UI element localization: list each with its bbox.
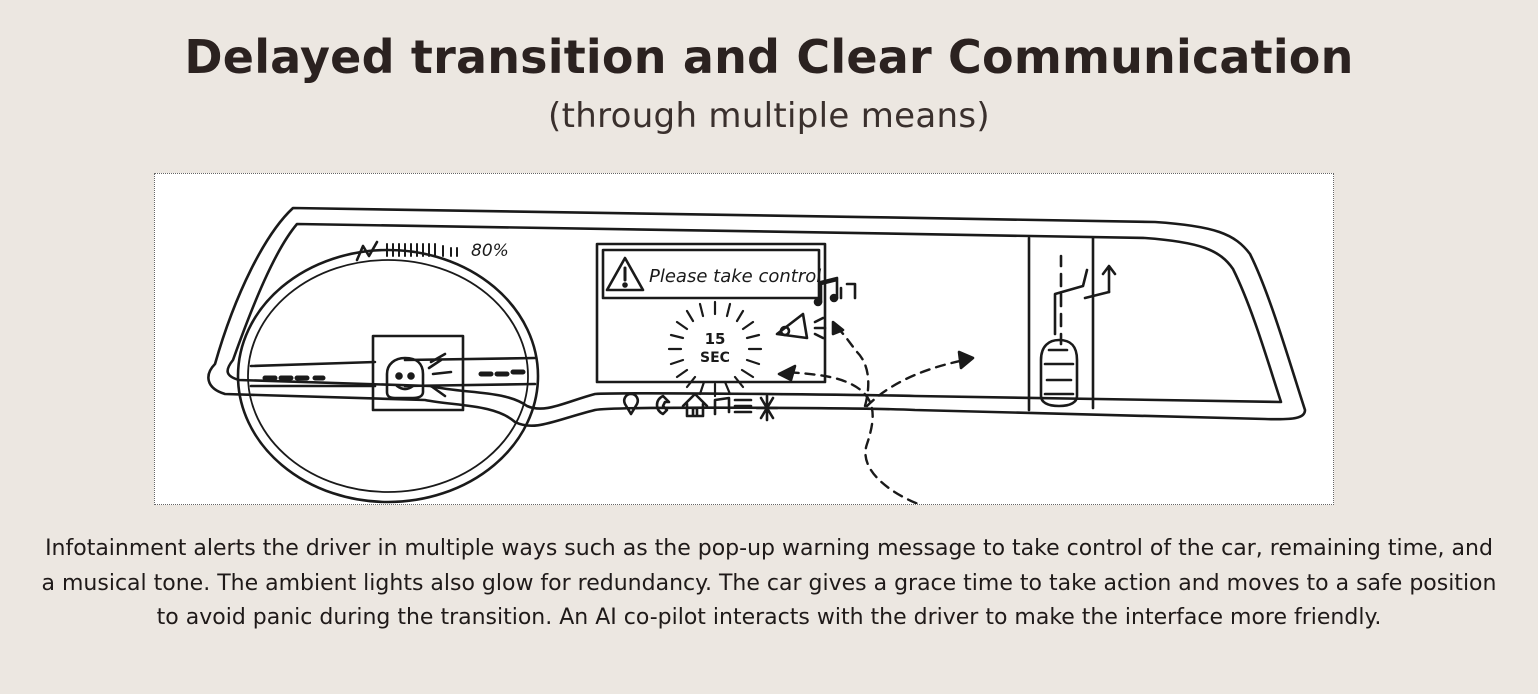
caption-paragraph: Infotainment alerts the driver in multip…: [41, 536, 1497, 630]
popup-warning: [601, 248, 821, 300]
fan-icon: [755, 394, 779, 422]
countdown-unit: SEC: [700, 350, 730, 366]
speaker-icon: [775, 312, 809, 340]
home-icon: [681, 392, 709, 418]
music-note-small-icon: [713, 396, 731, 416]
ai-copilot-panel: [371, 334, 465, 412]
warning-triangle-icon: [605, 256, 645, 292]
menu-icon: [733, 398, 753, 414]
route-arrow: [1053, 268, 1089, 336]
countdown-ring: [667, 300, 763, 398]
car-icon: [1039, 338, 1079, 408]
attention-arrows: [783, 324, 967, 504]
page-subtitle: (through multiple means): [548, 96, 990, 136]
dashboard-sketch-drawing: 80% Please take control 15 SEC: [207, 206, 1307, 504]
countdown-value: 15: [705, 330, 726, 348]
dashboard-outline-inner: [226, 222, 1283, 410]
infotainment-screen: [595, 242, 827, 384]
location-pin-icon: [622, 392, 640, 416]
dashboard-sketch: 80% Please take control 15 SEC: [154, 173, 1334, 505]
popup-text: Please take control: [649, 266, 821, 287]
dashboard-outline-outer: [207, 206, 1307, 428]
phone-icon: [655, 394, 671, 416]
page-title: Delayed transition and Clear Communicati…: [184, 30, 1354, 84]
lightning-icon: [355, 240, 379, 262]
music-note-icon: [819, 276, 839, 304]
battery-label: 80%: [471, 241, 509, 261]
navigation-panel: [1027, 236, 1095, 412]
